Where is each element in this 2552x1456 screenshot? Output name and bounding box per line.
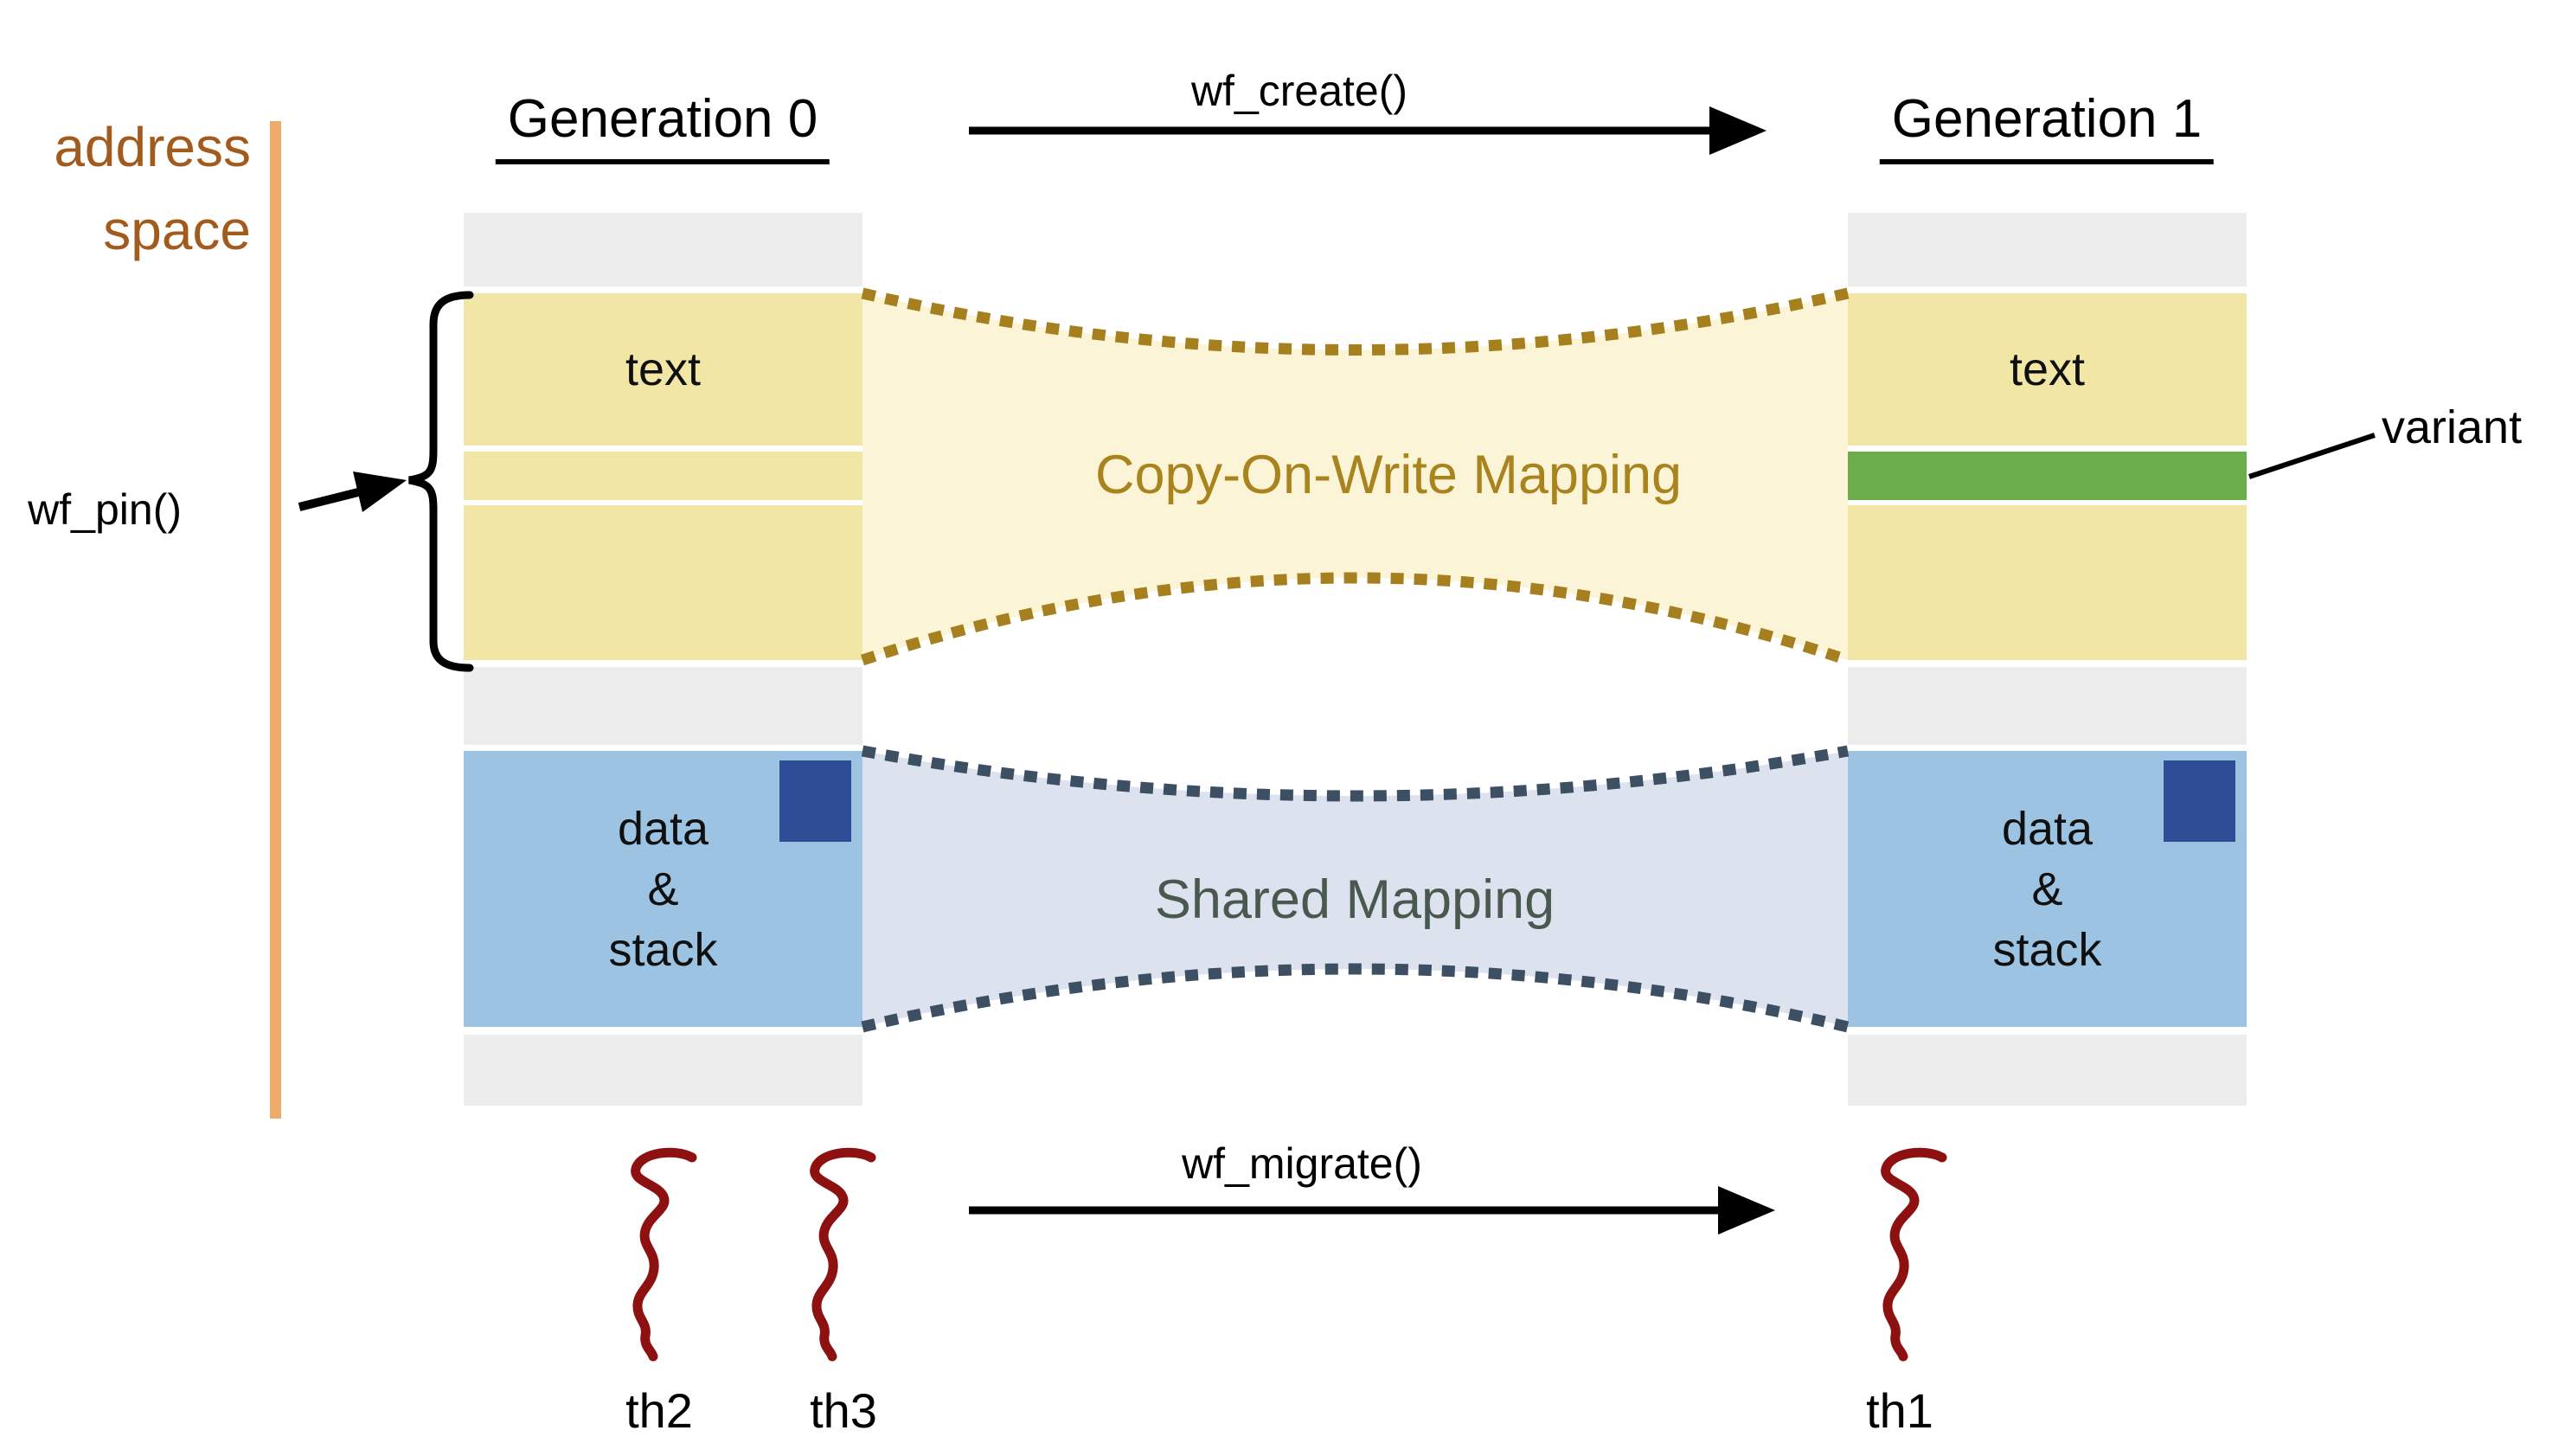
thread-th1-squiggle-icon (1881, 1147, 1947, 1362)
gen0-data-word: data (617, 802, 709, 855)
variant-leader-line (2248, 433, 2376, 479)
address-space-axis-line (270, 121, 281, 1119)
gen1-pinned-lower-segment (1848, 505, 2247, 660)
gen1-stack-word: stack (1992, 923, 2102, 976)
gen0-thread-marker-square (779, 760, 851, 842)
wf-create-arrow (969, 106, 1767, 155)
gen1-guard-segment-bottom (1848, 1035, 2247, 1106)
wf-pin-label: wf_pin() (28, 485, 182, 534)
gen1-ampersand: & (2031, 863, 2063, 915)
generation-1-heading: Generation 1 (1879, 90, 2215, 164)
gen1-data-stack-label: data & stack (1992, 799, 2101, 980)
space-word: space (103, 199, 251, 261)
cow-funnel-shape (862, 293, 1848, 660)
generation-1-column: text data & stack (1848, 213, 2247, 1106)
variant-label: variant (2382, 401, 2523, 453)
cow-funnel-top-dashed-edge (861, 287, 1850, 356)
gen1-data-word: data (2001, 802, 2094, 855)
shared-funnel-top-dashed-edge (861, 745, 1850, 802)
gen1-variant-green-segment (1848, 452, 2247, 500)
wf-migrate-arrow (969, 1186, 1775, 1235)
gen0-data-stack-label: data & stack (608, 799, 717, 980)
gen0-pinned-lower-segment (464, 505, 862, 660)
wf-pin-arrowhead-icon (353, 471, 407, 512)
shared-mapping-label: Shared Mapping (1154, 869, 1555, 930)
gen0-text-segment-label: text (625, 343, 702, 395)
pinned-region-brace (408, 291, 474, 672)
gen1-text-segment: text (1848, 293, 2247, 446)
wf-create-label: wf_create() (1190, 67, 1408, 115)
thread-th3-squiggle-icon (810, 1147, 876, 1362)
gen1-guard-segment-middle (1848, 667, 2247, 745)
thread-th3-label: th3 (810, 1383, 877, 1438)
gen1-guard-segment-top (1848, 213, 2247, 286)
gen0-guard-segment-middle (464, 667, 862, 745)
gen1-data-stack-segment: data & stack (1848, 751, 2247, 1027)
gen0-data-stack-segment: data & stack (464, 751, 862, 1027)
shared-funnel-bottom-dashed-edge (861, 963, 1850, 1033)
gen0-guard-segment-top (464, 213, 862, 286)
gen1-text-segment-label: text (2009, 343, 2086, 395)
wf-pin-arrow (298, 471, 407, 512)
address-space-label: address space (17, 106, 251, 272)
thread-th1-label: th1 (1866, 1383, 1933, 1438)
gen1-thread-marker-square (2164, 760, 2235, 842)
gen0-pinned-thin-segment (464, 452, 862, 500)
generation-0-column: text data & stack (464, 213, 862, 1106)
cow-mapping-label: Copy-On-Write Mapping (1095, 445, 1683, 505)
gen0-stack-word: stack (608, 923, 718, 976)
wf-create-arrowhead-icon (1709, 106, 1767, 155)
wf-migrate-arrowhead-icon (1718, 1186, 1775, 1235)
thread-th2-squiggle-icon (631, 1147, 697, 1362)
address-word: address (54, 116, 251, 178)
shared-funnel-shape (862, 751, 1848, 1027)
generation-0-heading: Generation 0 (495, 90, 830, 164)
gen0-guard-segment-bottom (464, 1035, 862, 1106)
thread-th2-label: th2 (625, 1383, 693, 1438)
cow-funnel-bottom-dashed-edge (860, 572, 1850, 666)
gen0-ampersand: & (647, 863, 679, 915)
gen0-text-segment: text (464, 293, 862, 446)
wf-migrate-label: wf_migrate() (1182, 1139, 1422, 1188)
